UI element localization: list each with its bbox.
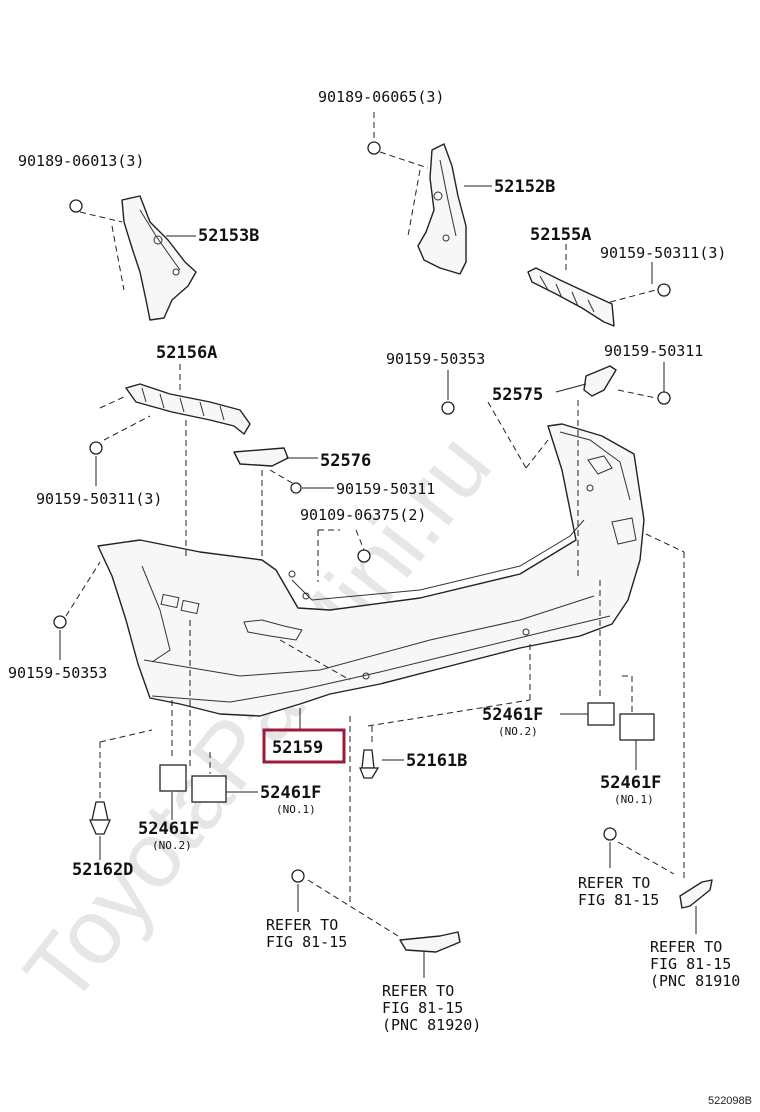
bolt-shape [441,401,455,415]
bolt-shape [53,615,67,629]
bolt-shape [291,869,305,883]
retainer-block-shape [587,702,615,726]
label-52152b[interactable]: 52152B [494,177,555,197]
retainer-52155a-shape [527,267,615,327]
label-no2-right: (NO.2) [498,725,538,738]
reflector-left-shape [399,931,461,953]
bolt-shape [357,549,371,563]
refer-note-b-line2: FIG 81-15 [578,891,659,909]
clip-52162d-shape [89,801,111,835]
retainer-block-shape [159,764,187,792]
bolt-shape [367,141,381,155]
refer-note-b[interactable]: REFER TO FIG 81-15 [578,874,659,909]
refer-note-a-line1: REFER TO [266,916,338,934]
refer-note-c[interactable]: REFER TO FIG 81-15 (PNC 81920) [382,982,481,1034]
refer-note-d-line3: (PNC 81910 [650,972,740,990]
highlight-box-52159 [262,728,346,764]
refer-note-d-line2: FIG 81-15 [650,955,731,973]
refer-note-c-line3: (PNC 81920) [382,1016,481,1034]
label-52461f-no2-right[interactable]: 52461F [482,705,543,725]
label-52155a[interactable]: 52155A [530,225,591,245]
label-52156a[interactable]: 52156A [156,343,217,363]
retainer-52156a-shape [125,383,251,435]
label-90159-50353-left[interactable]: 90159-50353 [8,664,107,682]
leader-lines [59,112,697,978]
label-90189-06065[interactable]: 90189-06065(3) [318,88,444,106]
retainer-block-shape [619,713,655,741]
refer-note-a-line2: FIG 81-15 [266,933,347,951]
label-no2-left: (NO.2) [152,839,192,852]
label-52576[interactable]: 52576 [320,451,371,471]
refer-note-c-line1: REFER TO [382,982,454,1000]
bolt-shape [603,827,617,841]
label-52161b[interactable]: 52161B [406,751,467,771]
refer-note-a[interactable]: REFER TO FIG 81-15 [266,916,347,951]
bolt-shape [657,283,671,297]
bracket-52152b-shape [417,143,467,275]
label-no1-right: (NO.1) [614,793,654,806]
refer-note-d-line1: REFER TO [650,938,722,956]
label-90159-50353-top[interactable]: 90159-50353 [386,350,485,368]
bolt-shape [69,199,83,213]
retainer-block-shape [191,775,227,803]
label-90159-50311-3-left[interactable]: 90159-50311(3) [36,490,162,508]
bolt-shape [657,391,671,405]
label-90159-50311-3-right[interactable]: 90159-50311(3) [600,244,726,262]
refer-note-d[interactable]: REFER TO FIG 81-15 (PNC 81910 [650,938,740,990]
label-90109-06375[interactable]: 90109-06375(2) [300,506,426,524]
diagram-id: 522098B [708,1095,752,1107]
label-90159-50311-right[interactable]: 90159-50311 [604,342,703,360]
label-52461f-no1-left[interactable]: 52461F [260,783,321,803]
label-52575[interactable]: 52575 [492,385,543,405]
bumper-cover-52159-shape [97,423,645,717]
bracket-52575-shape [583,365,617,397]
bracket-52153b-shape [121,195,197,321]
clip-52161b-shape [359,749,380,779]
refer-note-c-line2: FIG 81-15 [382,999,463,1017]
bolt-shape [89,441,103,455]
label-90159-50311-mid[interactable]: 90159-50311 [336,480,435,498]
bolt-shape [290,482,302,494]
reflector-right-shape [679,879,713,909]
label-52162d[interactable]: 52162D [72,860,133,880]
bracket-52576-shape [233,447,289,467]
refer-note-b-line1: REFER TO [578,874,650,892]
label-52461f-no2-left[interactable]: 52461F [138,819,199,839]
label-52461f-no1-right[interactable]: 52461F [600,773,661,793]
label-no1-left: (NO.1) [276,803,316,816]
label-52159[interactable]: 52159 [272,738,323,758]
label-52153b[interactable]: 52153B [198,226,259,246]
label-90189-06013[interactable]: 90189-06013(3) [18,152,144,170]
